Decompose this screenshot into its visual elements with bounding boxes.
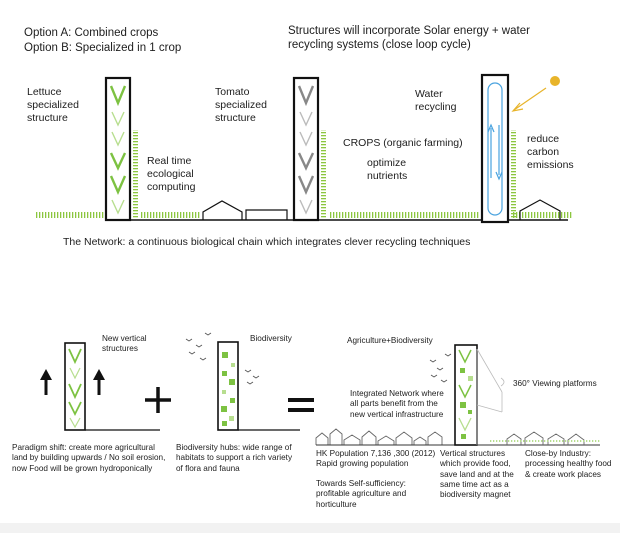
ground-network <box>35 73 573 224</box>
option-b: Option B: Specialized in 1 crop <box>24 42 182 54</box>
label-nutrients: optimize nutrients <box>367 157 408 182</box>
label-viewing: 360° Viewing platforms <box>513 379 597 388</box>
arrow-up-icon <box>93 369 105 395</box>
water-tower <box>480 73 510 224</box>
option-a: Option A: Combined crops <box>24 27 159 39</box>
label-paradigm: Paradigm shift: create more agricultural… <box>12 443 166 473</box>
label-vertical-food: Vertical structures which provide food, … <box>440 449 514 499</box>
tomato-tower <box>292 76 320 222</box>
bottom-band <box>0 523 620 533</box>
bird-icon <box>185 332 260 385</box>
lettuce-tower <box>104 76 132 222</box>
panel-biodiversity <box>145 332 300 431</box>
structures-note: Structures will incorporate Solar energy… <box>288 25 530 52</box>
label-tomato: Tomato specialized structure <box>215 86 267 124</box>
label-lettuce: Lettuce specialized structure <box>27 86 79 124</box>
label-biodiversity: Biodiversity <box>250 334 292 343</box>
label-water-recycling: Water recycling <box>415 88 457 113</box>
label-carbon: reduce carbon emissions <box>527 133 574 171</box>
label-computing: Real time ecological computing <box>147 155 196 193</box>
network-caption: The Network: a continuous biological cha… <box>63 236 471 248</box>
equals-sign <box>288 398 314 412</box>
sun-icon <box>550 76 560 86</box>
panel-vertical-structures <box>40 342 160 431</box>
label-hk-population: HK Population 7,136 ,300 (2012) Rapid gr… <box>316 449 436 469</box>
label-crops: CROPS (organic farming) <box>343 137 463 149</box>
label-new-vertical: New vertical structures <box>102 334 147 354</box>
label-agri-bio: Agriculture+Biodiversity <box>347 336 433 345</box>
panel-agri-biodiversity <box>315 344 600 446</box>
label-industry: Close-by Industry: processing healthy fo… <box>525 449 612 479</box>
label-hubs: Biodiversity hubs: wide range of habitat… <box>176 443 293 473</box>
label-integrated: Integrated Network where all parts benef… <box>350 389 444 419</box>
label-self-sufficiency: Towards Self-sufficiency: profitable agr… <box>316 479 407 509</box>
arrow-up-icon <box>40 369 52 395</box>
